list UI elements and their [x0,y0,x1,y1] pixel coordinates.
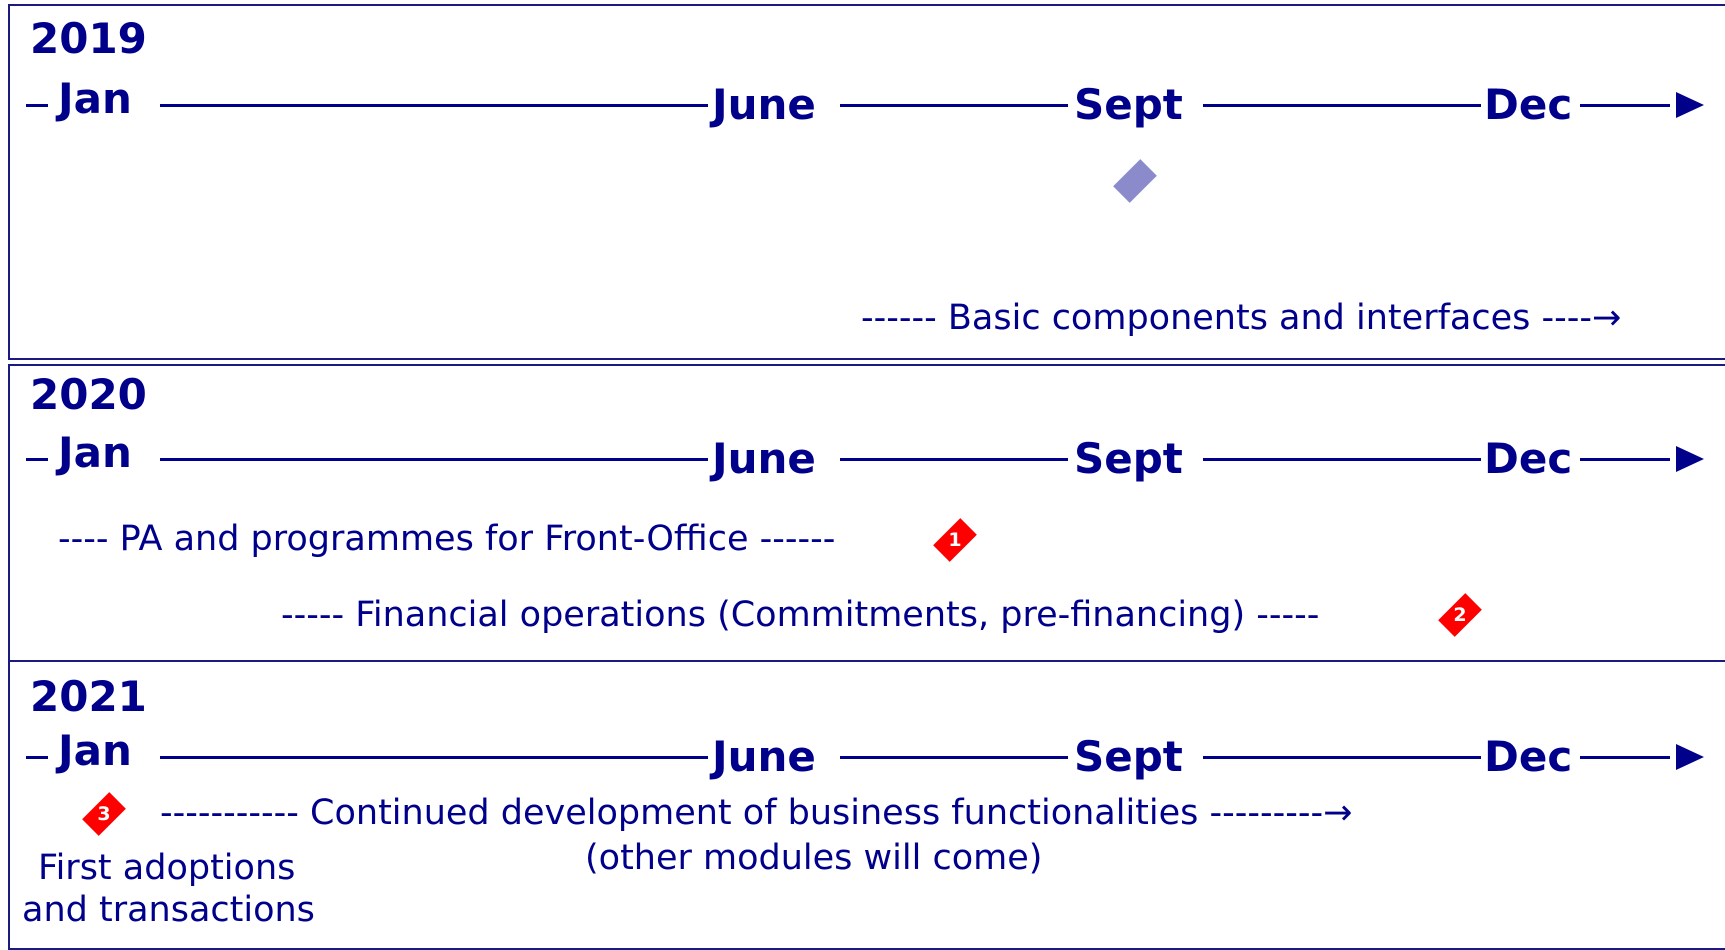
timeline-axis-2020-seg4 [1580,458,1670,461]
timeline-axis-2020-seg1 [160,458,708,461]
arrow-right-icon [1676,744,1704,770]
month-sept-2020: Sept [1074,434,1183,483]
month-jan-2019: Jan [58,74,132,123]
month-jan-2020: Jan [58,428,132,477]
note-continued-development: ----------- Continued development of bus… [160,793,1353,833]
timeline-axis-2020-seg3 [1203,458,1481,461]
note-first-adoptions: First adoptions [38,848,296,888]
note-pa-programmes: ---- PA and programmes for Front-Office … [58,519,836,559]
timeline-panel-2020 [8,364,1725,664]
milestone-3-number: 3 [97,803,111,825]
timeline-axis-2020-start [26,458,48,461]
timeline-axis-2021-seg3 [1203,756,1481,759]
month-june-2019: June [712,80,816,129]
month-june-2021: June [712,732,816,781]
month-dec-2019: Dec [1484,80,1573,129]
month-jan-2021: Jan [58,726,132,775]
note-other-modules: (other modules will come) [585,838,1043,878]
timeline-axis-2021-seg4 [1580,756,1670,759]
month-dec-2021: Dec [1484,732,1573,781]
timeline-axis-2019-seg2 [840,104,1068,107]
timeline-axis-2021-start [26,756,48,759]
month-june-2020: June [712,434,816,483]
milestone-1-number: 1 [948,529,962,551]
year-label-2019: 2019 [30,14,147,63]
month-dec-2020: Dec [1484,434,1573,483]
milestone-2-number: 2 [1453,604,1467,626]
month-sept-2021: Sept [1074,732,1183,781]
timeline-axis-2019-seg3 [1203,104,1481,107]
year-label-2020: 2020 [30,370,147,419]
arrow-right-icon [1676,446,1704,472]
arrow-right-icon [1676,92,1704,118]
timeline-axis-2021-seg1 [160,756,708,759]
month-sept-2019: Sept [1074,80,1183,129]
timeline-axis-2019-start [26,104,48,107]
timeline-panel-2019 [8,4,1725,360]
note-basic-components: ------ Basic components and interfaces -… [861,298,1622,338]
timeline-panel-2021 [8,660,1725,950]
timeline-axis-2019-seg4 [1580,104,1670,107]
timeline-axis-2020-seg2 [840,458,1068,461]
timeline-axis-2019-seg1 [160,104,708,107]
year-label-2021: 2021 [30,672,147,721]
timeline-axis-2021-seg2 [840,756,1068,759]
note-and-transactions: and transactions [22,890,315,930]
note-financial-operations: ----- Financial operations (Commitments,… [281,595,1320,635]
